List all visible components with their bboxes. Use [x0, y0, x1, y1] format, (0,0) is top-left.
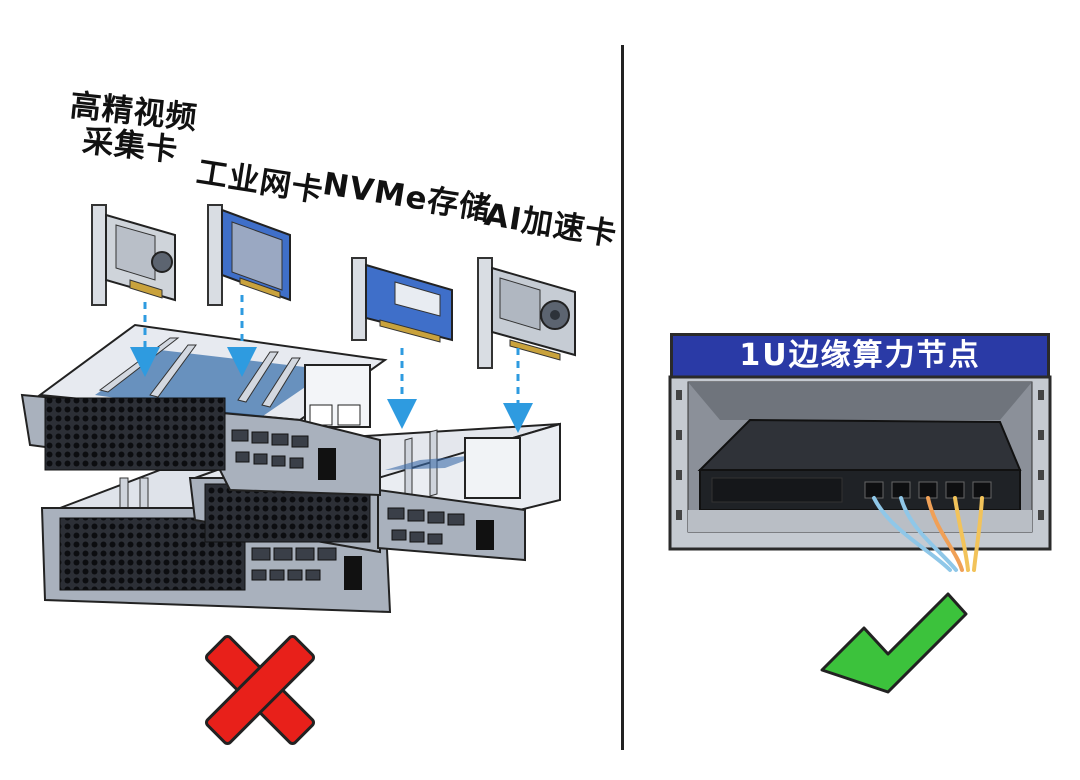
insertion-arrows	[130, 295, 533, 433]
check-icon	[820, 592, 968, 694]
nvme-card-illustration	[351, 257, 453, 343]
edge-node-illustration	[668, 375, 1052, 694]
network-cables	[872, 496, 984, 572]
title-banner: 1U边缘算力节点	[670, 333, 1050, 377]
label-capture-card: 高精视频 采集卡	[65, 88, 199, 169]
left-servers-illustration	[20, 204, 576, 745]
cross-icon	[205, 635, 315, 745]
capture-card-illustration	[91, 204, 176, 306]
nic-card-illustration	[207, 204, 291, 306]
ai-card-illustration	[477, 257, 576, 369]
panel-divider	[621, 45, 624, 750]
server-top	[20, 323, 388, 497]
page-title: 1U边缘算力节点	[739, 338, 981, 373]
